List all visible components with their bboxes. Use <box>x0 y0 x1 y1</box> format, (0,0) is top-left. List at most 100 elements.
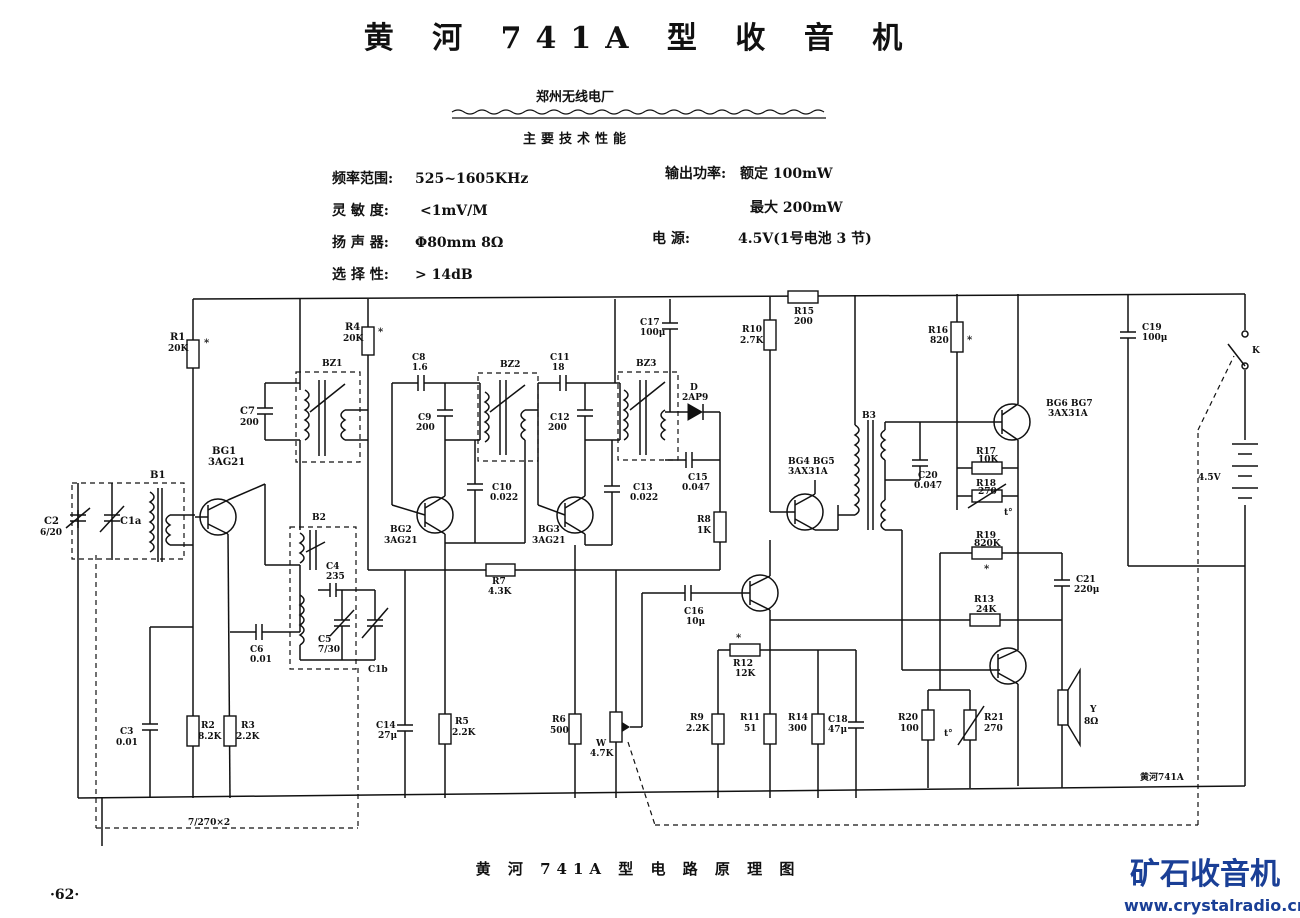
battery <box>1232 443 1258 499</box>
label-R10: R10 <box>742 325 762 335</box>
spec-freq-value: 525~1605KHz <box>415 171 528 187</box>
label-BG2: BG2 <box>390 525 412 535</box>
value-W: 4.7K <box>590 749 615 759</box>
capacitor-C10 <box>467 440 483 543</box>
value-C11: 18 <box>552 363 565 373</box>
label-R3: R3 <box>241 721 255 731</box>
label-R15: R15 <box>794 307 814 317</box>
value-R10: 2.7K <box>740 336 765 346</box>
resistor-R10 <box>763 319 777 351</box>
spec-out-rated: 额定 100mW <box>740 165 833 182</box>
mark-R16-star: * <box>967 335 973 346</box>
value-C21: 220μ <box>1074 585 1100 595</box>
label-C10: C10 <box>492 483 512 493</box>
label-BG4: BG4 BG5 <box>788 457 835 467</box>
label-R2: R2 <box>201 721 215 731</box>
transistor-BG5 <box>740 540 1000 714</box>
resistor-R16 <box>950 321 964 353</box>
label-W: W <box>595 739 607 749</box>
transistor-BG7 <box>989 647 1027 786</box>
value-R12: 12K <box>735 669 757 679</box>
label-C15: C15 <box>688 473 708 483</box>
spec-freq-label: 频率范围: <box>332 170 393 187</box>
spec-list: 频率范围: 525~1605KHz 灵 敏 度: <1mV/M 扬 声 器: Φ… <box>332 165 872 283</box>
value-C17: 100μ <box>640 328 666 338</box>
spec-spk-value: Φ80mm 8Ω <box>415 235 503 251</box>
model-BG2: 3AG21 <box>384 536 417 546</box>
label-C14: C14 <box>376 721 396 731</box>
capacitor-C16 <box>641 585 740 727</box>
supply-rail <box>192 293 1246 340</box>
label-BG6: BG6 BG7 <box>1046 399 1093 409</box>
label-C1a: C1a <box>120 516 142 527</box>
label-B3: B3 <box>862 411 876 421</box>
capacitor-C6 <box>230 624 300 640</box>
value-C3: 0.01 <box>116 738 138 748</box>
label-R4: R4 <box>345 322 360 333</box>
value-R9: 2.2K <box>686 724 711 734</box>
label-C17: C17 <box>640 318 660 328</box>
label-C3: C3 <box>120 727 133 737</box>
value-C4: 235 <box>326 572 345 582</box>
capacitor-C20 <box>912 422 928 480</box>
page-number: ·62· <box>50 887 79 903</box>
label-battery: 4.5V <box>1198 473 1222 483</box>
value-R21: 270 <box>984 724 1003 734</box>
label-B1: B1 <box>150 470 165 481</box>
value-C5: 7/30 <box>318 645 340 655</box>
label-R14: R14 <box>788 713 808 723</box>
value-R1: 20K <box>168 344 190 354</box>
value-R4: 20K <box>343 334 365 344</box>
transistor-BG4 <box>770 480 839 531</box>
value-C14: 27μ <box>378 731 398 741</box>
value-R2: 8.2K <box>198 732 223 742</box>
label-R17: R17 <box>976 447 996 457</box>
resistor-R5 <box>438 713 452 745</box>
value-Y: 8Ω <box>1084 717 1098 727</box>
value-R7: 4.3K <box>488 587 513 597</box>
label-C5: C5 <box>318 635 331 645</box>
value-C19: 100μ <box>1142 333 1168 343</box>
value-R19: 820K <box>974 539 1002 549</box>
resistor-R2 <box>186 715 200 747</box>
label-R12: R12 <box>733 659 753 669</box>
value-C7: 200 <box>240 418 259 428</box>
label-R21: R21 <box>984 713 1004 723</box>
resistor-R4 <box>361 326 375 356</box>
capacitor-C17 <box>662 299 678 412</box>
label-C11: C11 <box>550 353 570 363</box>
value-C18: 47μ <box>828 725 848 735</box>
spec-sel-value: > 14dB <box>415 267 473 283</box>
label-R18: R18 <box>976 479 996 489</box>
thermistor-R21 <box>963 709 977 741</box>
spec-heading: 主要技术性能 <box>523 131 631 147</box>
spec-sens-value: <1mV/M <box>420 203 488 219</box>
capacitor-C1b <box>352 589 389 661</box>
capacitor-C11 <box>537 375 620 410</box>
spec-out-max: 最大 200mW <box>750 199 843 216</box>
capacitor-C4 <box>318 583 352 597</box>
label-C9: C9 <box>418 413 431 423</box>
label-B2: B2 <box>312 513 326 523</box>
label-BZ1: BZ1 <box>322 359 342 369</box>
label-C2: C2 <box>44 516 59 527</box>
spec-out-label: 输出功率: <box>665 165 726 182</box>
value-R14: 300 <box>788 724 807 734</box>
mark-R12-star: * <box>736 633 742 644</box>
gang-label: 7/270×2 <box>188 818 230 828</box>
speaker-Y <box>1057 667 1081 788</box>
label-C4: C4 <box>326 562 339 572</box>
value-C9: 200 <box>416 423 435 433</box>
capacitor-C21 <box>1054 553 1070 690</box>
ground-rail <box>77 294 1246 799</box>
spec-power-value: 4.5V(1号电池 3 节) <box>738 230 872 247</box>
if-transformer-BZ3 <box>614 299 679 461</box>
label-R20: R20 <box>898 713 918 723</box>
label-R11: R11 <box>740 713 760 723</box>
capacitor-C7 <box>257 382 300 441</box>
value-R15: 200 <box>794 317 813 327</box>
diagram-caption: 黄 河 741A 型 电 路 原 理 图 <box>476 860 801 878</box>
transistor-BG1 <box>195 483 300 799</box>
label-BG3: BG3 <box>538 525 560 535</box>
value-R11: 51 <box>744 724 757 734</box>
